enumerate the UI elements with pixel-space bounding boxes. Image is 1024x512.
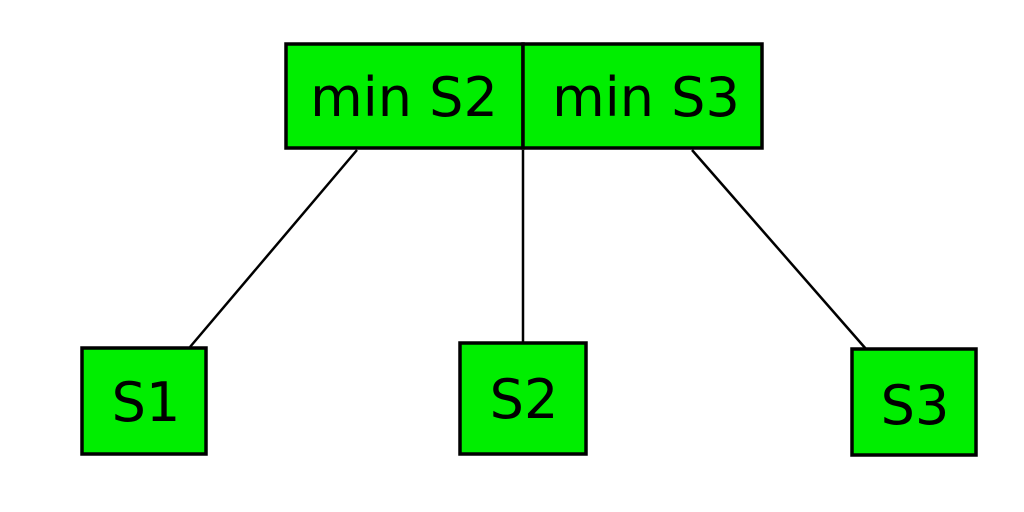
root-key-min-s2-label: min S2 bbox=[310, 66, 498, 129]
child-node-s2: S2 bbox=[458, 341, 588, 456]
child-node-s2-box bbox=[458, 341, 588, 456]
child-node-s3-box bbox=[850, 347, 978, 457]
root-key-min-s3-box bbox=[521, 42, 764, 150]
root-key-min-s3-label: min S3 bbox=[552, 66, 740, 129]
child-node-s2-label: S2 bbox=[490, 368, 559, 431]
child-node-s3-label: S3 bbox=[881, 374, 950, 437]
child-node-s1: S1 bbox=[80, 346, 208, 456]
child-node-s3: S3 bbox=[850, 347, 978, 457]
child-node-s1-label: S1 bbox=[112, 371, 181, 434]
child-node-s1-box bbox=[80, 346, 208, 456]
edge-root-to-s3 bbox=[691, 149, 867, 350]
edge-root-to-s1 bbox=[189, 149, 358, 348]
root-node: min S2 min S3 bbox=[284, 42, 764, 150]
